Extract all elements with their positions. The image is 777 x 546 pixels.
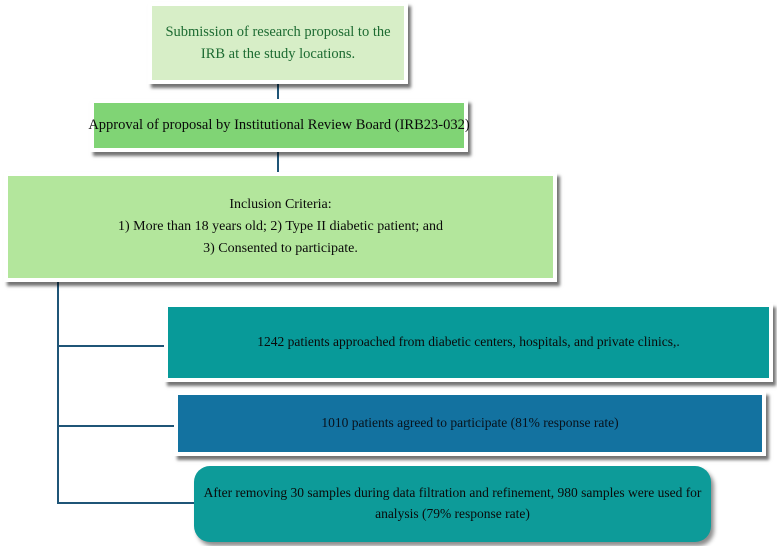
node-inclusion-body: Inclusion Criteria: 1) More than 18 year… bbox=[8, 176, 553, 278]
node-submission: Submission of research proposal to the I… bbox=[148, 2, 408, 84]
node-approached-body: 1242 patients approached from diabetic c… bbox=[168, 307, 769, 378]
connector-submission-to-approval bbox=[277, 84, 279, 100]
node-agreed-line-1: 1010 patients agreed to participate (81%… bbox=[321, 415, 619, 431]
connector-branch-to-approached bbox=[57, 345, 167, 347]
node-submission-line-2: IRB at the study locations. bbox=[200, 46, 356, 62]
connector-approval-to-inclusion bbox=[277, 152, 279, 173]
node-inclusion-line-2: 3) Consented to participate. bbox=[203, 240, 358, 256]
connector-trunk-vertical bbox=[57, 282, 59, 503]
node-inclusion-criteria: Inclusion Criteria: 1) More than 18 year… bbox=[4, 172, 557, 282]
node-final-line-2: analysis (79% response rate) bbox=[375, 506, 530, 521]
node-patients-agreed: 1010 patients agreed to participate (81%… bbox=[174, 391, 766, 456]
node-agreed-body: 1010 patients agreed to participate (81%… bbox=[178, 395, 762, 452]
node-final-sample: After removing 30 samples during data fi… bbox=[194, 466, 711, 542]
node-submission-body: Submission of research proposal to the I… bbox=[152, 6, 404, 80]
node-approval-line-1: Approval of proposal by Institutional Re… bbox=[88, 117, 470, 134]
node-inclusion-line-1: 1) More than 18 years old; 2) Type II di… bbox=[118, 219, 443, 235]
node-final-body: After removing 30 samples during data fi… bbox=[194, 466, 711, 542]
connector-branch-to-final bbox=[57, 502, 197, 504]
node-final-line-1: After removing 30 samples during data fi… bbox=[203, 485, 702, 501]
node-patients-approached: 1242 patients approached from diabetic c… bbox=[164, 303, 773, 382]
connector-branch-to-agreed bbox=[57, 425, 177, 427]
node-submission-line-1: Submission of research proposal to the bbox=[165, 23, 391, 40]
node-approval: Approval of proposal by Institutional Re… bbox=[88, 99, 470, 152]
node-approval-body: Approval of proposal by Institutional Re… bbox=[88, 103, 470, 148]
node-inclusion-heading: Inclusion Criteria: bbox=[229, 197, 332, 213]
node-approached-line-1: 1242 patients approached from diabetic c… bbox=[257, 334, 680, 350]
